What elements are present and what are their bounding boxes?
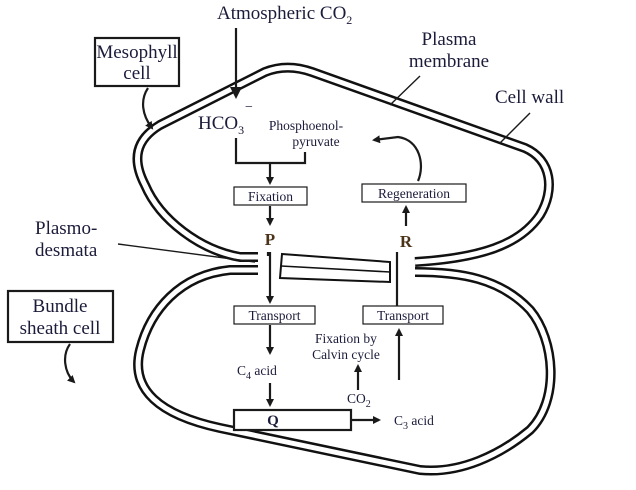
- mesophyll-label-line1: Mesophyll: [96, 42, 177, 63]
- transport-left-box: [233, 305, 316, 325]
- mesophyll-label-line2: cell: [123, 63, 150, 84]
- q-box: [232, 408, 353, 432]
- mesophyll-pointer-arrow: [142, 87, 154, 130]
- transport-left-label: Transport: [248, 308, 300, 323]
- hco3-label: HCO3: [198, 113, 244, 137]
- bundle-sheath-label-line1: Bundle: [33, 296, 88, 317]
- p-label: P: [265, 230, 275, 249]
- plasmodesmata-pointer: [117, 243, 256, 263]
- plasmodesma-channel: [278, 252, 391, 284]
- cell-wall-label: Cell wall: [495, 87, 564, 108]
- fixation-label: Fixation: [248, 189, 293, 204]
- cell-wall-pointer: [499, 112, 531, 144]
- calvin-label-line2: Calvin cycle: [312, 347, 380, 362]
- plasma-membrane-label-line2: membrane: [409, 51, 489, 72]
- bundle-sheath-pointer-arrow: [64, 343, 76, 384]
- pep-label-line1: Phosphoenol-: [269, 118, 344, 133]
- q-label: Q: [267, 413, 279, 429]
- transport-right-label: Transport: [377, 308, 429, 323]
- transport-right-box: [362, 305, 444, 325]
- plasmodesmata-label-line2: desmata: [35, 240, 98, 261]
- calvin-label-line1: Fixation by: [315, 331, 377, 346]
- hco3-charge: −: [245, 100, 253, 115]
- regeneration-to-pep-arrow: [372, 135, 422, 182]
- mesophyll-cell-outline: [132, 62, 554, 267]
- fixation-box: [233, 186, 308, 206]
- regeneration-label: Regeneration: [378, 186, 450, 201]
- pep-label-line2: pyruvate: [292, 134, 339, 149]
- c3-acid-label: C3 acid: [394, 413, 434, 432]
- regeneration-box: [361, 183, 467, 203]
- bundle-sheath-label-line2: sheath cell: [20, 318, 101, 339]
- c4-acid-label: C4 acid: [237, 363, 277, 382]
- co2-label: CO2: [347, 391, 371, 410]
- mesophyll-cell-box: [93, 36, 181, 88]
- bundle-sheath-cell-box: [6, 289, 115, 344]
- plasmodesmata-label-line1: Plasmo-: [35, 218, 97, 239]
- r-label: R: [400, 232, 413, 251]
- bundle-sheath-cell-outline: [133, 265, 556, 476]
- atmospheric-co2-label: Atmospheric CO2: [217, 3, 352, 27]
- plasma-membrane-pointer: [389, 75, 421, 106]
- plasma-membrane-label-line1: Plasma: [422, 29, 477, 50]
